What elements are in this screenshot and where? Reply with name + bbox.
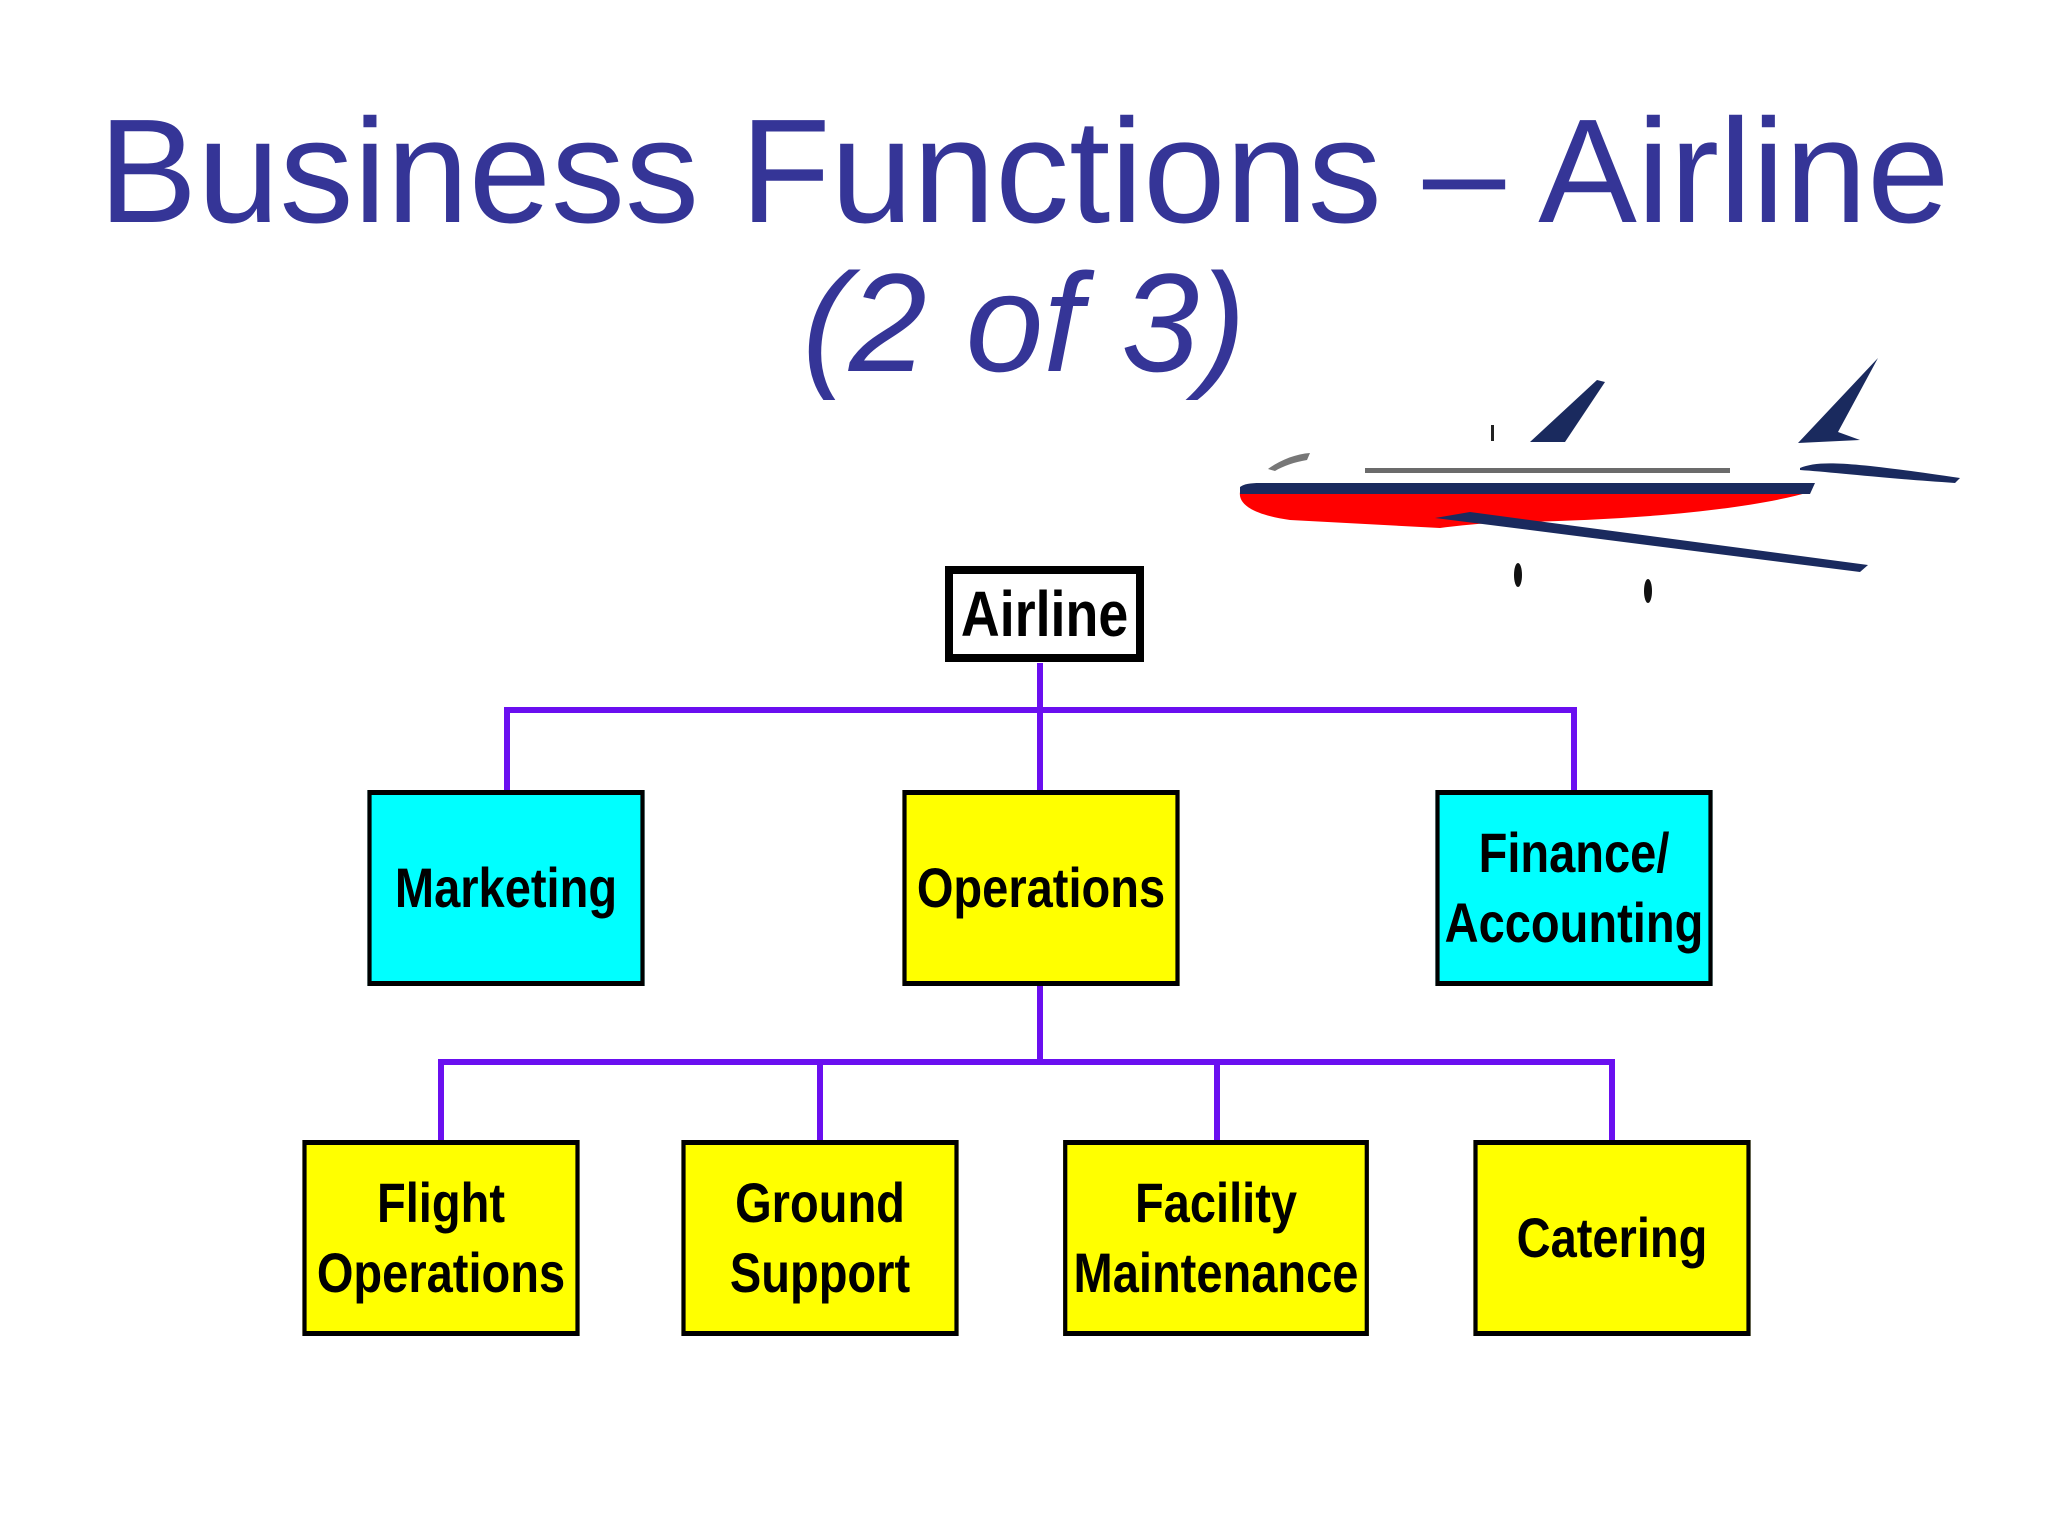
org-node-label: Flight Operations xyxy=(316,1171,566,1304)
org-node-operations: Operations xyxy=(902,790,1180,986)
org-node-label: Facility Maintenance xyxy=(1073,1171,1359,1304)
org-node-flight-operations: Flight Operations xyxy=(302,1140,580,1336)
org-node-ground-support: Ground Support xyxy=(681,1140,959,1336)
org-node-label: Catering xyxy=(1516,1206,1708,1269)
org-node-label: Marketing xyxy=(394,856,618,919)
airplane-cockpit xyxy=(1268,453,1310,471)
org-node-finance-accounting: Finance/ Accounting xyxy=(1435,790,1713,986)
org-node-facility-maintenance: Facility Maintenance xyxy=(1063,1140,1369,1336)
airplane-landing-gear-rear xyxy=(1644,579,1652,603)
airplane-antenna xyxy=(1491,425,1494,441)
org-node-label: Finance/ Accounting xyxy=(1444,821,1704,954)
org-node-catering: Catering xyxy=(1473,1140,1751,1336)
airplane-engine-pylon xyxy=(1530,380,1605,442)
airplane-landing-gear-front xyxy=(1514,563,1522,587)
airplane-stripe xyxy=(1240,483,1815,494)
airplane-tail-fin xyxy=(1798,358,1878,443)
org-node-marketing: Marketing xyxy=(367,790,645,986)
airplane-fuselage xyxy=(1239,492,1810,528)
org-node-airline-label: Airline xyxy=(960,578,1129,650)
slide-title: Business Functions – Airline xyxy=(98,89,1950,254)
org-node-label: Ground Support xyxy=(729,1171,911,1304)
org-node-airline: Airline xyxy=(945,566,1144,662)
airplane-stabilizer xyxy=(1800,463,1960,483)
org-node-label: Operations xyxy=(916,856,1166,919)
slide-subtitle: (2 of 3) xyxy=(802,244,1246,401)
airplane-wing xyxy=(1435,512,1868,572)
airplane-windows xyxy=(1365,468,1730,473)
